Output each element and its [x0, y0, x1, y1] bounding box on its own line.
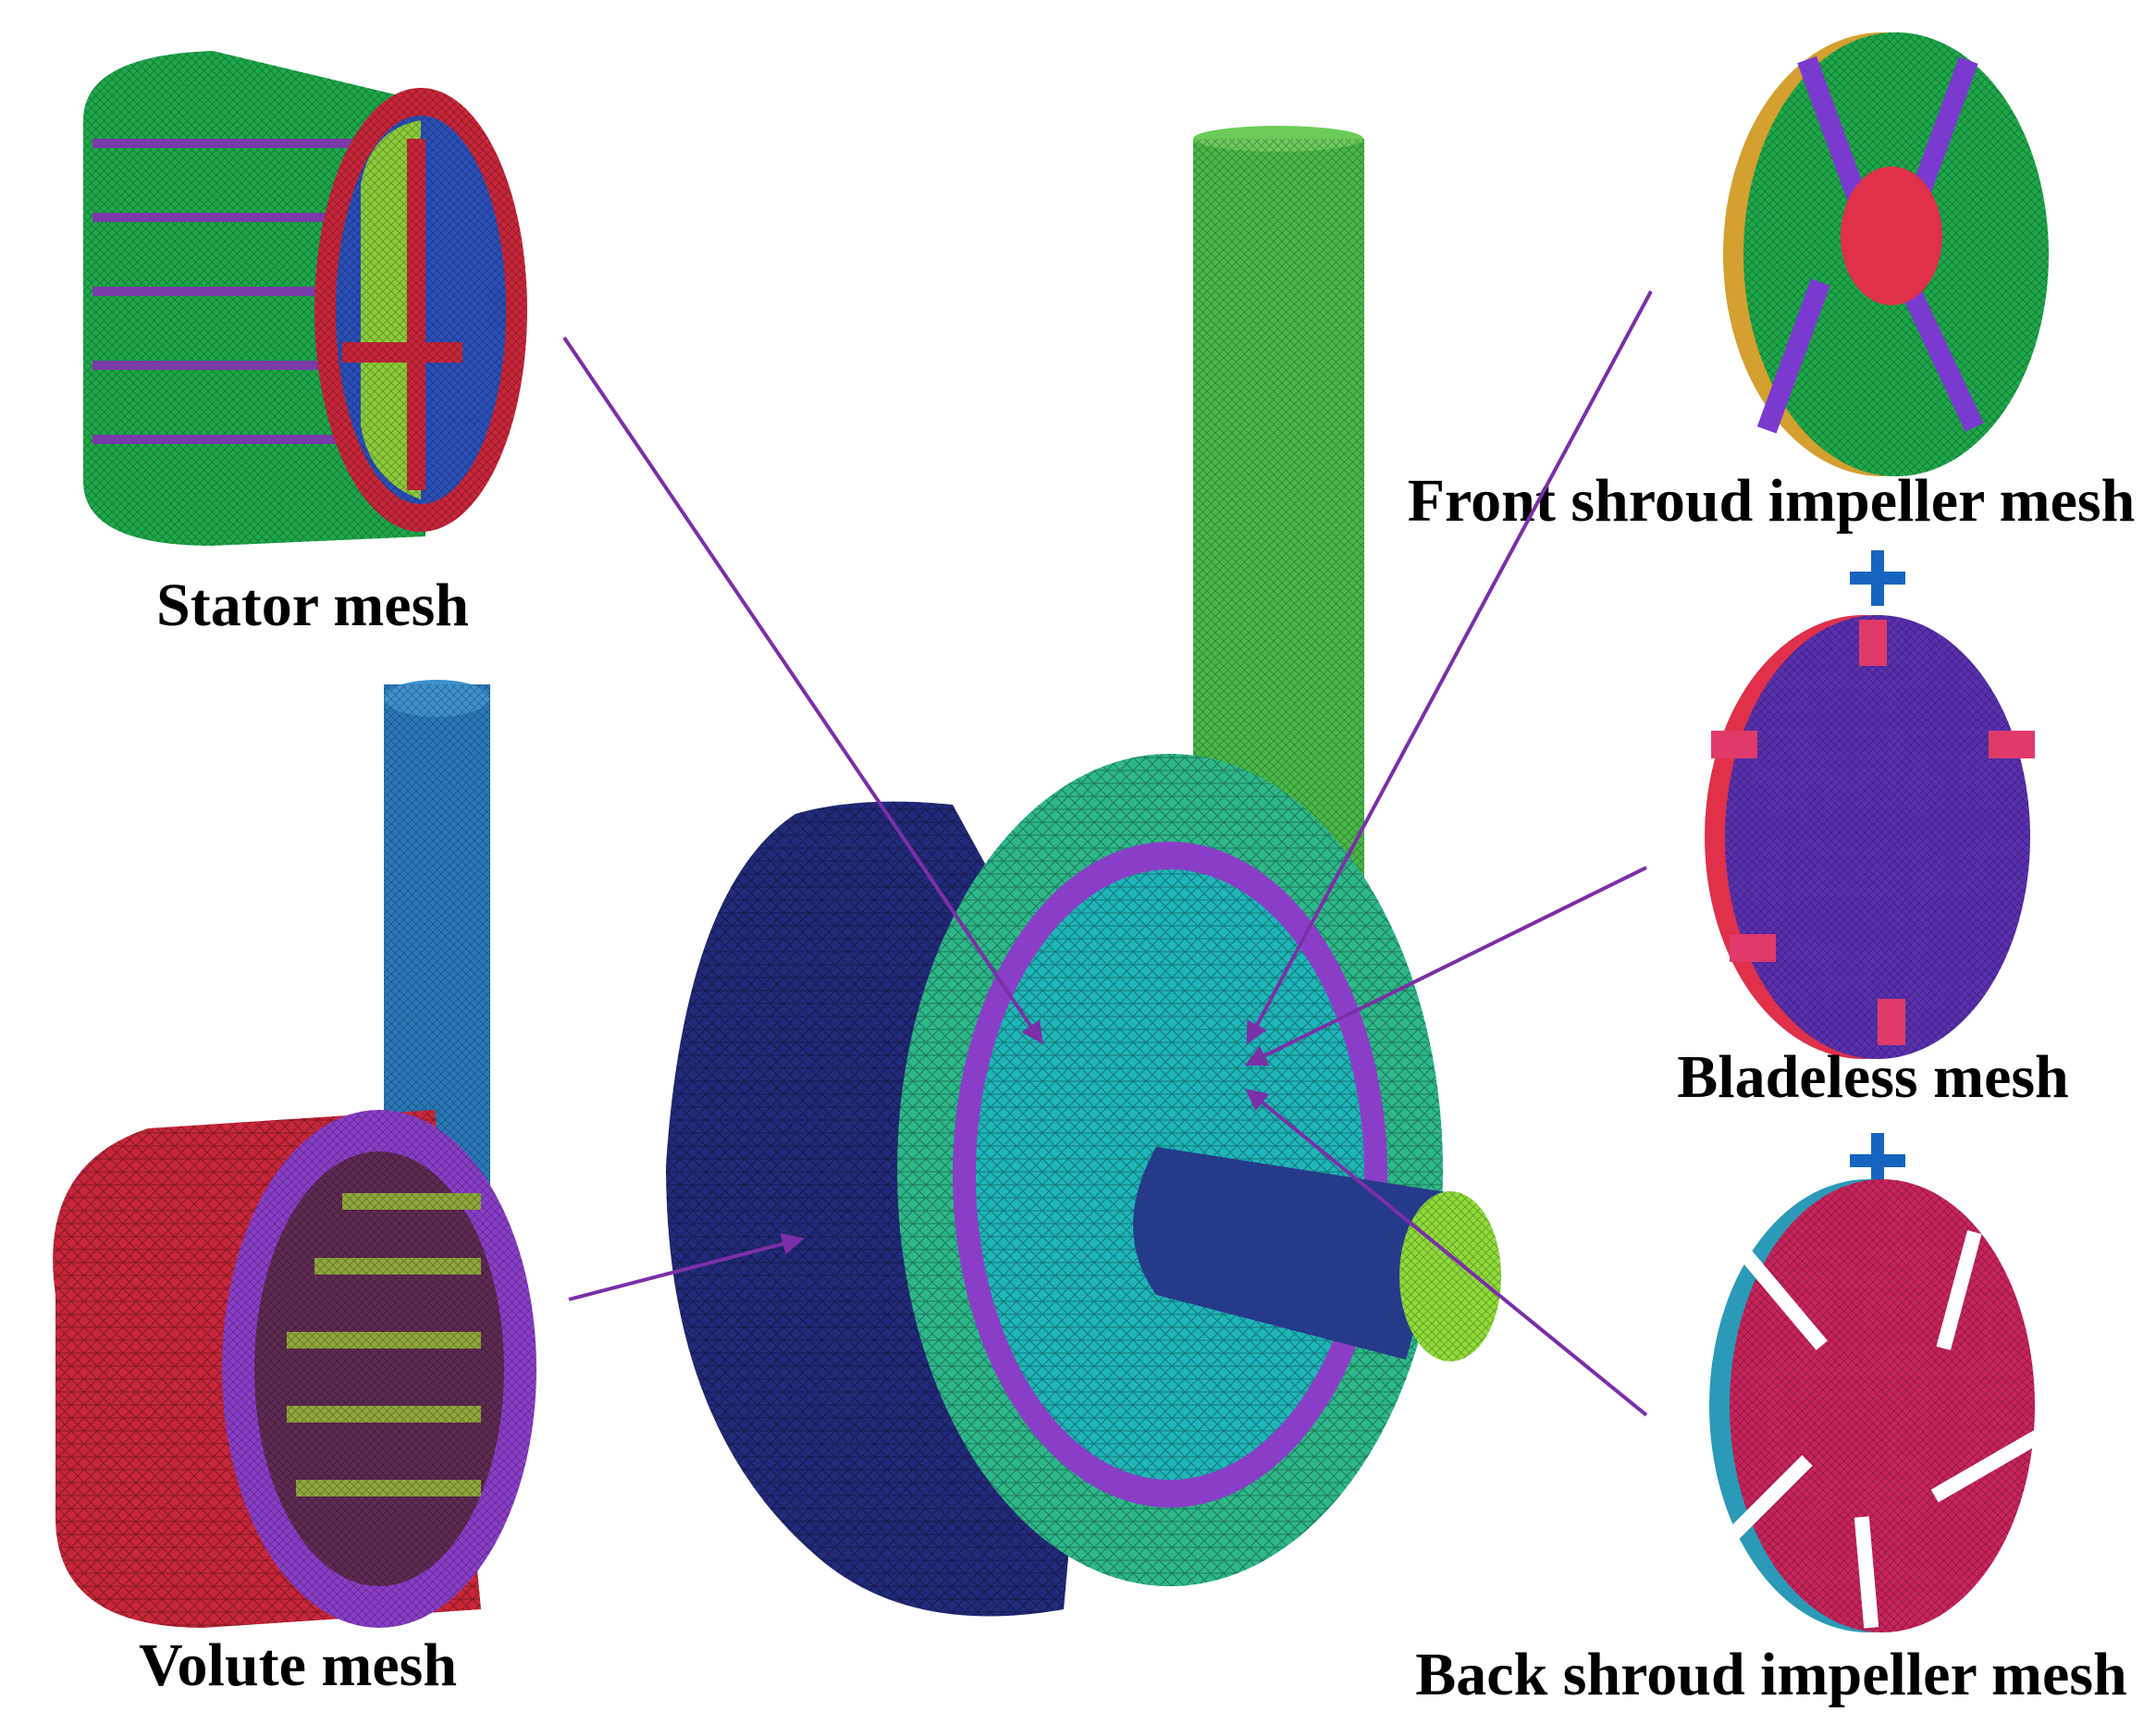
stator-mesh-image [83, 51, 527, 546]
bladeless-mesh-image [1705, 615, 2035, 1059]
stator-mesh-label: Stator mesh [156, 572, 469, 639]
volute-mesh-label: Volute mesh [139, 1632, 457, 1699]
arrow-bladeless [1244, 866, 1647, 1066]
assembly-mesh-image [666, 126, 1501, 1617]
back-shroud-impeller-image [1709, 1179, 2043, 1632]
arrow-back-shroud [1245, 1088, 1648, 1417]
arrow-front-shroud [1246, 290, 1653, 1045]
back-shroud-impeller-label: Back shroud impeller mesh [1415, 1641, 2126, 1708]
arrow-volute [568, 1233, 805, 1301]
plus-sign-1 [1850, 550, 1905, 606]
arrow-stator [562, 336, 1043, 1044]
plus-sign-2 [1850, 1133, 1905, 1188]
front-shroud-impeller-image [1723, 32, 2049, 476]
bladeless-mesh-label: Bladeless mesh [1677, 1043, 2069, 1111]
volute-mesh-image [53, 680, 536, 1628]
front-shroud-impeller-label: Front shroud impeller mesh [1408, 467, 2136, 535]
arrows [562, 290, 1653, 1417]
